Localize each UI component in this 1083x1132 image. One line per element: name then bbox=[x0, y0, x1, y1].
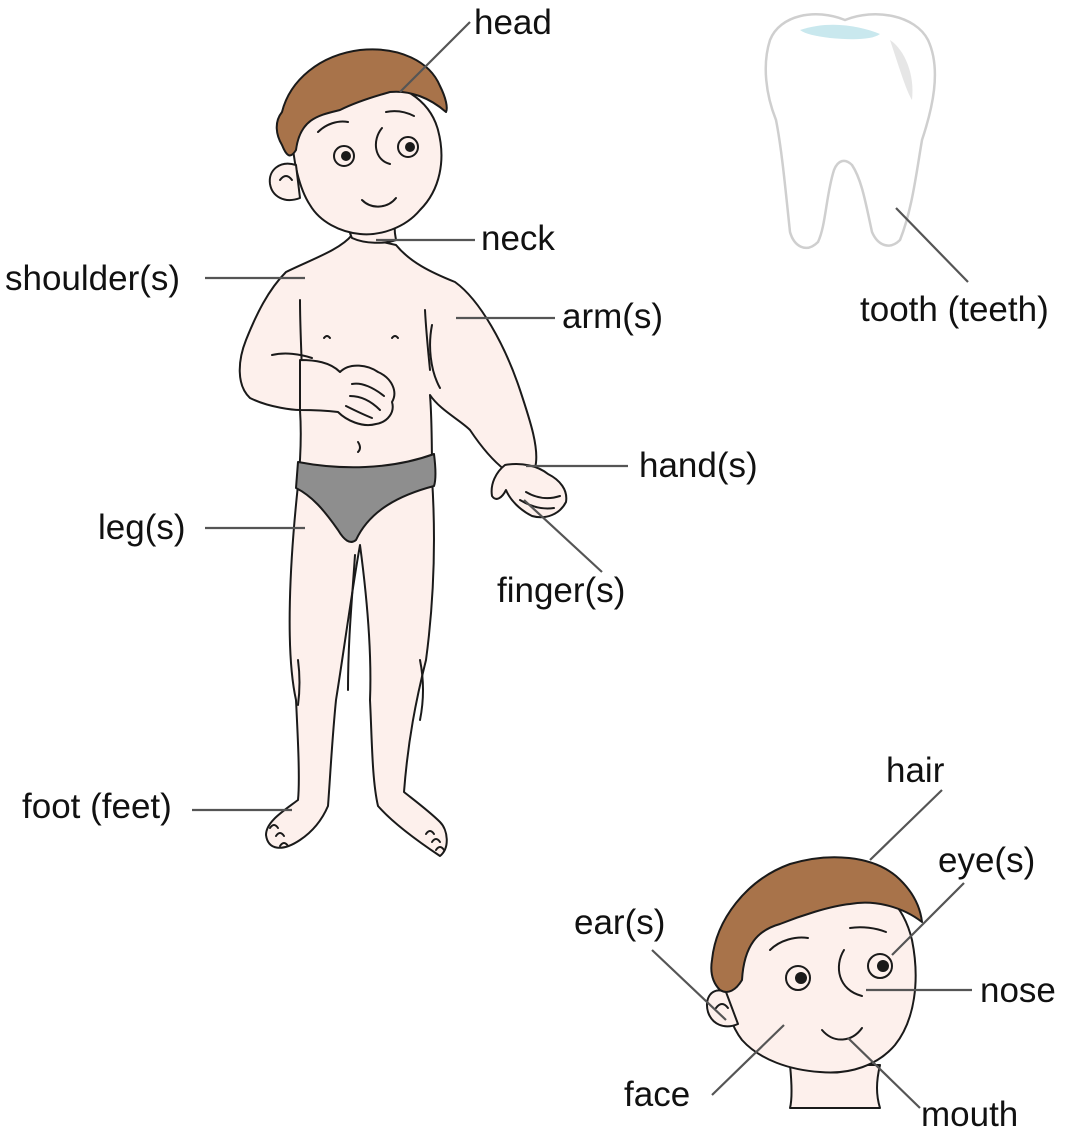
leader-hair bbox=[870, 790, 942, 860]
tooth-shape bbox=[766, 14, 935, 248]
label-mouth: mouth bbox=[921, 1095, 1018, 1132]
boy-full-body bbox=[240, 49, 567, 856]
label-arms: arm(s) bbox=[562, 297, 663, 336]
label-hands: hand(s) bbox=[639, 446, 758, 485]
label-tooth: tooth (teeth) bbox=[860, 290, 1049, 329]
label-neck: neck bbox=[481, 219, 555, 258]
label-legs: leg(s) bbox=[98, 508, 186, 547]
leader-tooth bbox=[896, 208, 968, 282]
leader-fingers bbox=[524, 500, 602, 572]
label-face: face bbox=[624, 1075, 690, 1114]
boy-ear bbox=[270, 164, 300, 200]
face-closeup bbox=[707, 857, 922, 1108]
tooth-illustration bbox=[766, 14, 935, 248]
label-head: head bbox=[474, 3, 552, 42]
label-feet: foot (feet) bbox=[22, 787, 172, 826]
label-ears: ear(s) bbox=[574, 903, 665, 942]
label-eyes: eye(s) bbox=[938, 841, 1035, 880]
boy-hanging-hand bbox=[492, 464, 567, 517]
label-shoulders: shoulder(s) bbox=[5, 259, 180, 298]
boy-torso bbox=[240, 235, 537, 485]
label-fingers: finger(s) bbox=[497, 571, 625, 610]
label-nose: nose bbox=[980, 971, 1056, 1010]
label-hair: hair bbox=[886, 751, 945, 790]
